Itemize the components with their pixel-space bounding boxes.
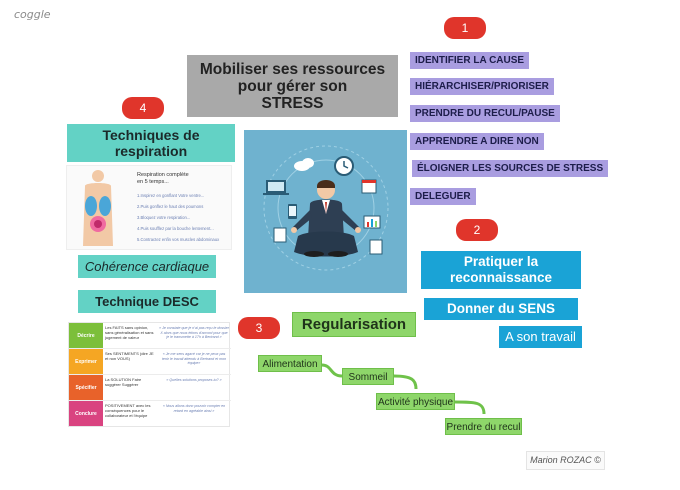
connector-sommeil-activite <box>393 374 418 390</box>
desc-row-exprimer: Exprimer Ses SENTIMENTS (dire JE et non … <box>69 349 231 375</box>
phone-icon <box>288 204 297 219</box>
cloud-icon <box>294 158 314 171</box>
branch3-step-prendre-recul[interactable]: Prendre du recul <box>445 418 522 435</box>
meditating-man-icon <box>291 180 361 257</box>
branch3-step-alimentation[interactable]: Alimentation <box>258 355 322 372</box>
chart-icon <box>363 215 381 229</box>
desc-right-decrire: « Je constate que je n'ai pas reçu le do… <box>159 326 229 340</box>
badge-1: 1 <box>444 17 486 39</box>
branch3-regularisation[interactable]: Regularisation <box>292 312 416 337</box>
desc-key-specifier: Spécifier <box>69 375 103 400</box>
branch2-donner-sens[interactable]: Donner du SENS <box>424 298 578 320</box>
central-title-line1: Mobiliser ses ressources <box>199 60 386 78</box>
respiration-step-1: 1.Inspirez en gonflant Votre ventre... <box>137 193 205 198</box>
branch3-step-activite-physique[interactable]: Activité physique <box>376 393 455 410</box>
central-title-line2: pour gérer son <box>237 77 348 95</box>
author-signature: Marion ROZAC © <box>526 451 605 470</box>
badge-2: 2 <box>456 219 498 241</box>
calendar-icon <box>361 179 377 194</box>
central-topic[interactable]: Mobiliser ses ressources pour gérer son … <box>187 55 398 117</box>
badge-3: 3 <box>238 317 280 339</box>
branch4-techniques-respiration[interactable]: Techniques de respiration <box>67 124 235 162</box>
branch3-step-sommeil[interactable]: Sommeil <box>342 368 394 385</box>
desc-row-decrire: Décrire Les FAITS sans opinion, sans gén… <box>69 323 231 349</box>
respiration-card: Respiration complète en 5 temps... 1.Ins… <box>66 165 232 250</box>
desc-right-conclure: « Nous allons donc pouvoir compter en re… <box>162 404 226 413</box>
desc-key-decrire: Décrire <box>69 323 103 348</box>
branch1-item-deleguer[interactable]: DELEGUER <box>410 188 476 205</box>
desc-key-conclure: Conclure <box>69 401 103 426</box>
branch4-title-line2: respiration <box>114 143 188 159</box>
respiration-step-3: 3.Bloquez votre respiration... <box>137 215 191 220</box>
branch1-item-eloigner[interactable]: ÉLOIGNER LES SOURCES DE STRESS <box>412 160 609 177</box>
branch4-technique-desc[interactable]: Technique DESC <box>78 290 216 313</box>
clock-icon <box>334 156 354 176</box>
central-title-line3: STRESS <box>261 94 324 112</box>
branch2-node1-line2: reconnaissance <box>449 270 553 285</box>
respiration-heading-1: Respiration complète <box>137 172 189 178</box>
coggle-logo: coggle <box>14 8 51 21</box>
desc-mid-conclure: POSITIVEMENT avec les conséquences pour … <box>105 403 151 418</box>
desc-mid-decrire: Les FAITS sans opinion, sans généralisat… <box>105 325 154 340</box>
connector-alimentation-sommeil <box>321 363 343 378</box>
desc-right-exprimer: « Je me sens agacé car je ne peux pas te… <box>161 352 227 366</box>
badge-4: 4 <box>122 97 164 119</box>
desc-table: Décrire Les FAITS sans opinion, sans gén… <box>68 322 231 427</box>
meditation-illustration <box>244 130 407 293</box>
branch2-node1-line1: Pratiquer la <box>463 254 539 269</box>
desc-mid-specifier: La SOLUTION Faire suggérer Suggérer <box>105 377 142 387</box>
branch1-item-hierarchiser[interactable]: HIÉRARCHISER/PRIORISER <box>410 78 554 95</box>
laptop-icon <box>263 180 289 195</box>
connector-activite-recul <box>454 400 486 415</box>
respiration-heading-2: en 5 temps... <box>137 179 169 185</box>
documents-icon <box>273 227 383 255</box>
desc-key-exprimer: Exprimer <box>69 349 103 374</box>
branch1-item-recul[interactable]: PRENDRE DU RECUL/PAUSE <box>410 105 560 122</box>
branch1-item-identifier[interactable]: IDENTIFIER LA CAUSE <box>410 52 530 69</box>
desc-row-specifier: Spécifier La SOLUTION Faire suggérer Sug… <box>69 375 231 401</box>
desc-mid-exprimer: Ses SENTIMENTS (dire JE et non VOUS) <box>105 351 154 361</box>
branch1-item-dire-non[interactable]: APPRENDRE A DIRE NON <box>410 133 544 150</box>
torso-icon <box>83 170 113 246</box>
branch2-pratiquer-reconnaissance[interactable]: Pratiquer la reconnaissance <box>421 251 581 289</box>
respiration-step-4: 4.Puis soufflez par la bouche lentement.… <box>137 226 214 231</box>
respiration-step-5: 5.Contractez enfin vos muscles abdominau… <box>137 237 220 242</box>
desc-right-specifier: « Quelles solutions proposes-tu? » <box>166 378 222 382</box>
branch4-title-line1: Techniques de <box>102 127 200 143</box>
branch4-coherence-cardiaque[interactable]: Cohérence cardiaque <box>78 255 216 278</box>
respiration-step-2: 2.Puis gonflez le haut des poumons <box>137 204 204 209</box>
desc-row-conclure: Conclure POSITIVEMENT avec les conséquen… <box>69 401 231 427</box>
branch2-a-son-travail[interactable]: A son travail <box>499 326 582 348</box>
